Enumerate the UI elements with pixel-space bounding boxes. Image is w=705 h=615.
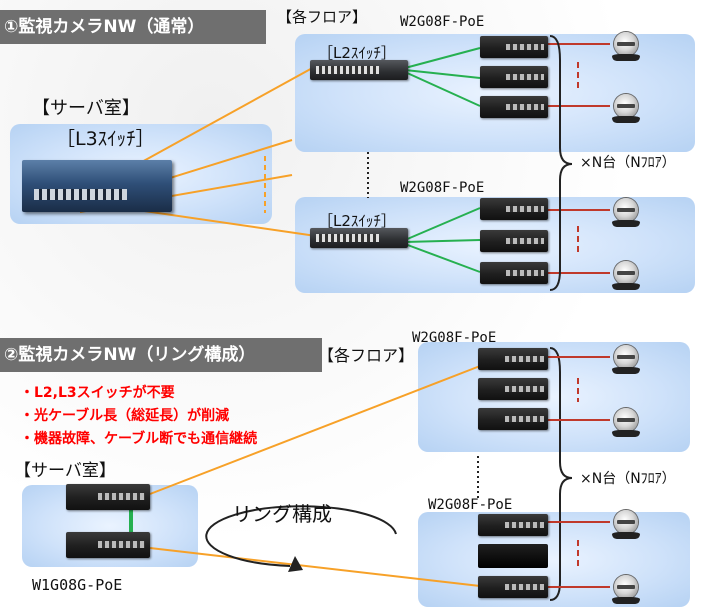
camera-icon (612, 198, 640, 227)
section1-poe-label-top: W2G08F-PoE (400, 14, 485, 30)
section1-count-label: ×N台（Nﾌﾛｱ） (580, 155, 676, 171)
section1-server-room-label: 【サーバ室】 (32, 98, 140, 119)
ring-arrow-icon (205, 505, 397, 567)
bullet-item: ・機器故障、ケーブル断でも通信継続 (20, 431, 258, 447)
poe-switch-icon (478, 378, 548, 400)
section1-poe-label-bottom: W2G08F-PoE (400, 180, 485, 196)
poe-switch-icon (480, 96, 548, 118)
section1-l2-label-bottom: ［L2ｽｲｯﾁ］ (318, 212, 396, 230)
camera-icon (612, 510, 640, 539)
camera-icon (612, 575, 640, 604)
brace-icon (549, 35, 573, 291)
section2-poe-label-bottom: W2G08F-PoE (428, 497, 513, 513)
section2-server-room-label: 【サーバ室】 (14, 461, 116, 481)
camera-icon (612, 32, 640, 61)
section2-count-label: ×N台（Nﾌﾛｱ） (580, 471, 676, 487)
section2-floor-panel-bottom (418, 512, 690, 607)
camera-lines (548, 356, 610, 588)
section1-title: ①監視カメラNW（通常） (0, 10, 266, 44)
fiber-line (149, 547, 481, 587)
poe-switch-icon (480, 36, 548, 58)
fiber-line (149, 365, 481, 495)
ring-arrowhead (288, 556, 303, 572)
poe-switch-icon (480, 198, 548, 220)
poe-switch-icon (478, 514, 548, 536)
section1-floor-label: 【各フロア】 (277, 8, 368, 26)
utp-lines-bottom (404, 207, 481, 273)
poe-switch-icon (480, 262, 548, 284)
poe-switch-icon (66, 532, 150, 558)
failed-device-icon (478, 544, 548, 568)
l2-switch-icon (310, 60, 408, 80)
camera-icon (612, 408, 640, 437)
section2-server-switch-label: W1G08G-PoE (32, 576, 123, 594)
section2-poe-label-top: W2G08F-PoE (412, 330, 497, 346)
section2-floor-panel-top (418, 342, 690, 452)
section2-floor-label: 【各フロア】 (318, 346, 415, 365)
section2-title: ②監視カメラNW（リング構成） (0, 338, 322, 372)
camera-icon (612, 261, 640, 290)
poe-switch-icon (66, 484, 150, 510)
l3-switch-icon (22, 160, 172, 212)
utp-lines-top (404, 47, 481, 107)
poe-switch-icon (478, 576, 548, 598)
section1-l3-label: ［L3ｽｲｯﾁ］ (56, 128, 155, 150)
ring-label: リング構成 (232, 502, 332, 526)
poe-switch-icon (478, 348, 548, 370)
section1-l2-label-top: ［L2ｽｲｯﾁ］ (318, 44, 396, 62)
poe-switch-icon (480, 230, 548, 252)
camera-icon (612, 345, 640, 374)
poe-switch-icon (478, 408, 548, 430)
poe-switch-icon (480, 66, 548, 88)
brace-icon (549, 347, 573, 601)
bullet-item: ・光ケーブル長（総延長）が削減 (20, 408, 230, 424)
camera-icon (612, 94, 640, 123)
camera-lines (548, 43, 610, 274)
bullet-item: ・L2,L3スイッチが不要 (20, 385, 175, 401)
l2-switch-icon (310, 228, 408, 248)
